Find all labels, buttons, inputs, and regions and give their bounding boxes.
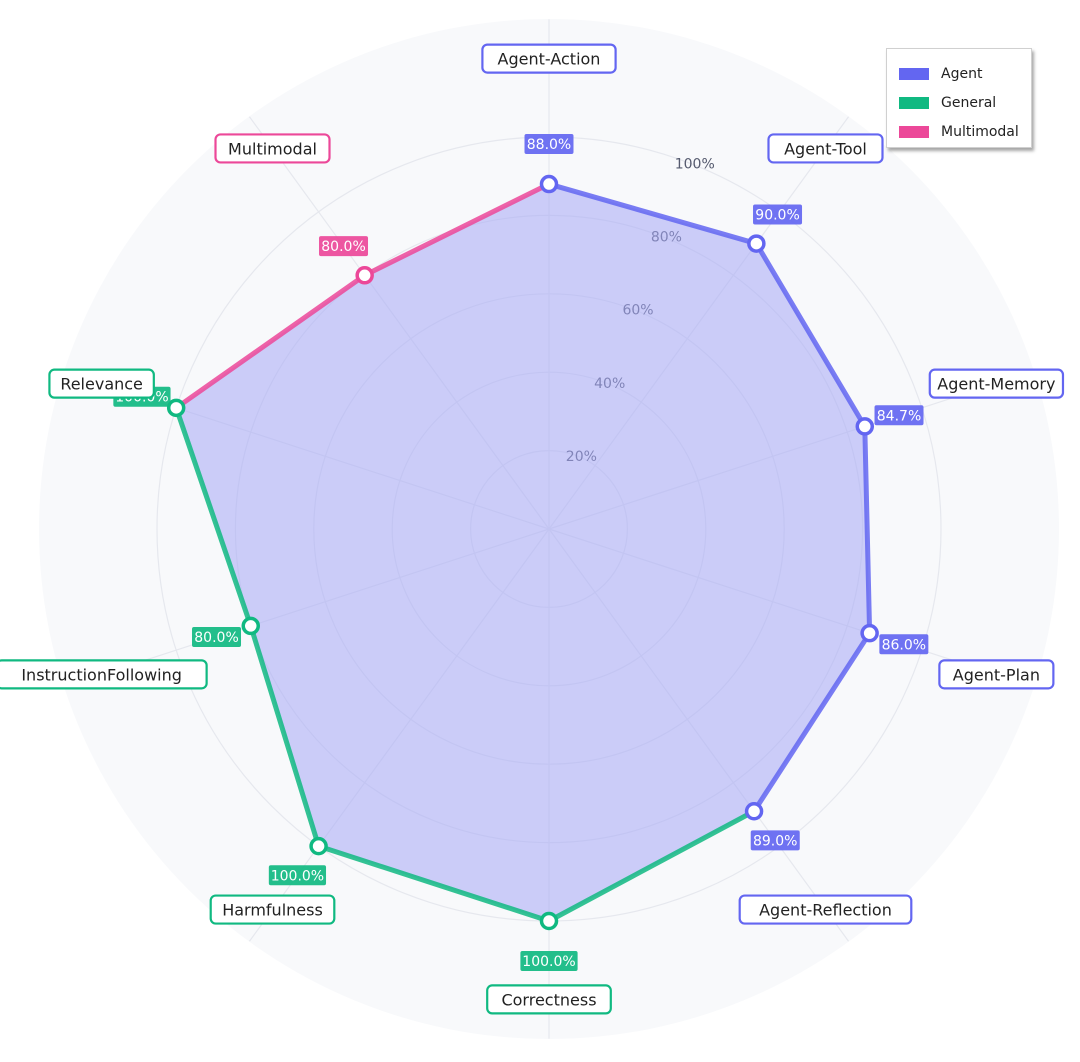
category-label-text: Agent-Action [498, 50, 601, 69]
data-point-agent-memory [855, 417, 875, 436]
value-label-box [753, 204, 803, 225]
category-label-box [738, 894, 913, 925]
tick-label: 100% [675, 157, 715, 173]
radar-area [176, 184, 870, 922]
value-label-text: 80.0% [194, 630, 238, 646]
value-label-text: 100.0% [271, 868, 324, 884]
category-label-text: Agent-Reflection [759, 901, 892, 920]
value-label-box [319, 236, 369, 257]
category-label-box [48, 368, 155, 399]
category-label-box [209, 894, 336, 925]
series-segment-agent-reflection [546, 808, 757, 924]
value-label-text: 89.0% [753, 833, 797, 849]
data-point-relevance [166, 398, 186, 418]
category-label-text: Agent-Memory [937, 375, 1055, 394]
value-label-agent-tool: 90.0% [753, 204, 803, 225]
category-label-instructionfollowing: InstructionFollowing [0, 659, 208, 690]
category-label-box [486, 984, 612, 1015]
value-label-harmfulness: 100.0% [268, 865, 327, 886]
legend: Agent General Multimodal [886, 48, 1032, 148]
category-label-relevance: Relevance [48, 368, 155, 399]
value-label-text: 84.7% [877, 408, 921, 424]
series-segment-correctness [316, 843, 552, 924]
series-segment-instructionfollowing [173, 405, 254, 629]
legend-label: General [941, 94, 997, 111]
value-label-correctness: 100.0% [520, 951, 578, 971]
series-segment-agent-action [546, 181, 759, 247]
category-label-text: Harmfulness [222, 901, 323, 920]
radar-points [166, 174, 879, 931]
legend-item-general: General [899, 88, 1021, 117]
legend-item-multimodal: Multimodal [899, 117, 1021, 146]
value-label-text: 80.0% [321, 239, 365, 255]
value-label-box [524, 134, 574, 155]
category-label-box [0, 659, 208, 690]
radar-series-lines [173, 181, 873, 924]
category-label-multimodal: Multimodal [214, 133, 331, 164]
category-label-box [481, 43, 617, 74]
value-label-multimodal: 80.0% [319, 236, 369, 257]
value-label-box [520, 951, 578, 971]
category-label-agent-reflection: Agent-Reflection [738, 894, 913, 925]
data-point-harmfulness [309, 836, 328, 856]
legend-label: Agent [941, 65, 983, 82]
category-label-agent-memory: Agent-Memory [928, 368, 1065, 399]
legend-swatch-multimodal [899, 125, 929, 138]
data-point-instructionfollowing [241, 616, 260, 636]
series-segment-agent-plan [751, 630, 873, 814]
category-label-text: Multimodal [228, 139, 317, 158]
legend-swatch-general [899, 96, 929, 109]
data-point-agent-action [539, 174, 559, 194]
value-label-box [268, 865, 327, 886]
category-label-box [214, 133, 331, 164]
legend-label: Multimodal [941, 123, 1019, 140]
category-label-text: Agent-Tool [784, 139, 867, 158]
series-segment-agent-tool [753, 241, 868, 429]
value-label-box [750, 830, 800, 851]
data-point-agent-plan [860, 623, 879, 643]
value-label-text: 90.0% [755, 207, 799, 223]
category-label-agent-plan: Agent-Plan [938, 659, 1055, 690]
category-label-agent-action: Agent-Action [481, 43, 617, 74]
series-segment-multimodal [362, 181, 552, 278]
value-label-agent-reflection: 89.0% [750, 830, 800, 851]
category-label-harmfulness: Harmfulness [209, 894, 336, 925]
value-label-box [879, 634, 929, 655]
category-labels: Agent-ActionAgent-ToolAgent-MemoryAgent-… [0, 43, 1065, 1015]
value-label-text: 88.0% [527, 137, 571, 153]
category-label-text: Agent-Plan [953, 665, 1040, 684]
legend-item-agent: Agent [899, 59, 1021, 88]
value-label-agent-plan: 86.0% [879, 634, 929, 655]
series-segment-harmfulness [248, 623, 322, 849]
value-label-agent-action: 88.0% [524, 134, 574, 155]
data-point-correctness [539, 911, 559, 931]
category-label-box [938, 659, 1055, 690]
value-label-agent-memory: 84.7% [874, 405, 924, 426]
legend-swatch-agent [899, 67, 929, 80]
category-label-agent-tool: Agent-Tool [767, 133, 884, 164]
category-label-text: Correctness [501, 990, 596, 1009]
category-label-box [767, 133, 884, 164]
value-label-box [874, 405, 924, 426]
series-segment-relevance [173, 272, 368, 411]
category-label-text: Relevance [60, 375, 143, 394]
category-label-box [928, 368, 1065, 399]
value-label-text: 86.0% [882, 637, 926, 653]
value-label-text: 100.0% [522, 954, 575, 970]
series-segment-agent-memory [862, 423, 873, 636]
data-point-agent-reflection [744, 801, 764, 821]
radar-fill [176, 184, 870, 922]
category-label-correctness: Correctness [486, 984, 612, 1015]
category-label-text: InstructionFollowing [21, 665, 182, 684]
data-point-multimodal [355, 266, 374, 285]
value-label-instructionfollowing: 80.0% [192, 627, 242, 648]
value-label-box [192, 627, 242, 648]
value-labels: 88.0% 90.0% 84.7% 86.0% 89.0% 100.0% 100.0% 80.… [113, 134, 929, 971]
data-point-agent-tool [747, 234, 766, 253]
